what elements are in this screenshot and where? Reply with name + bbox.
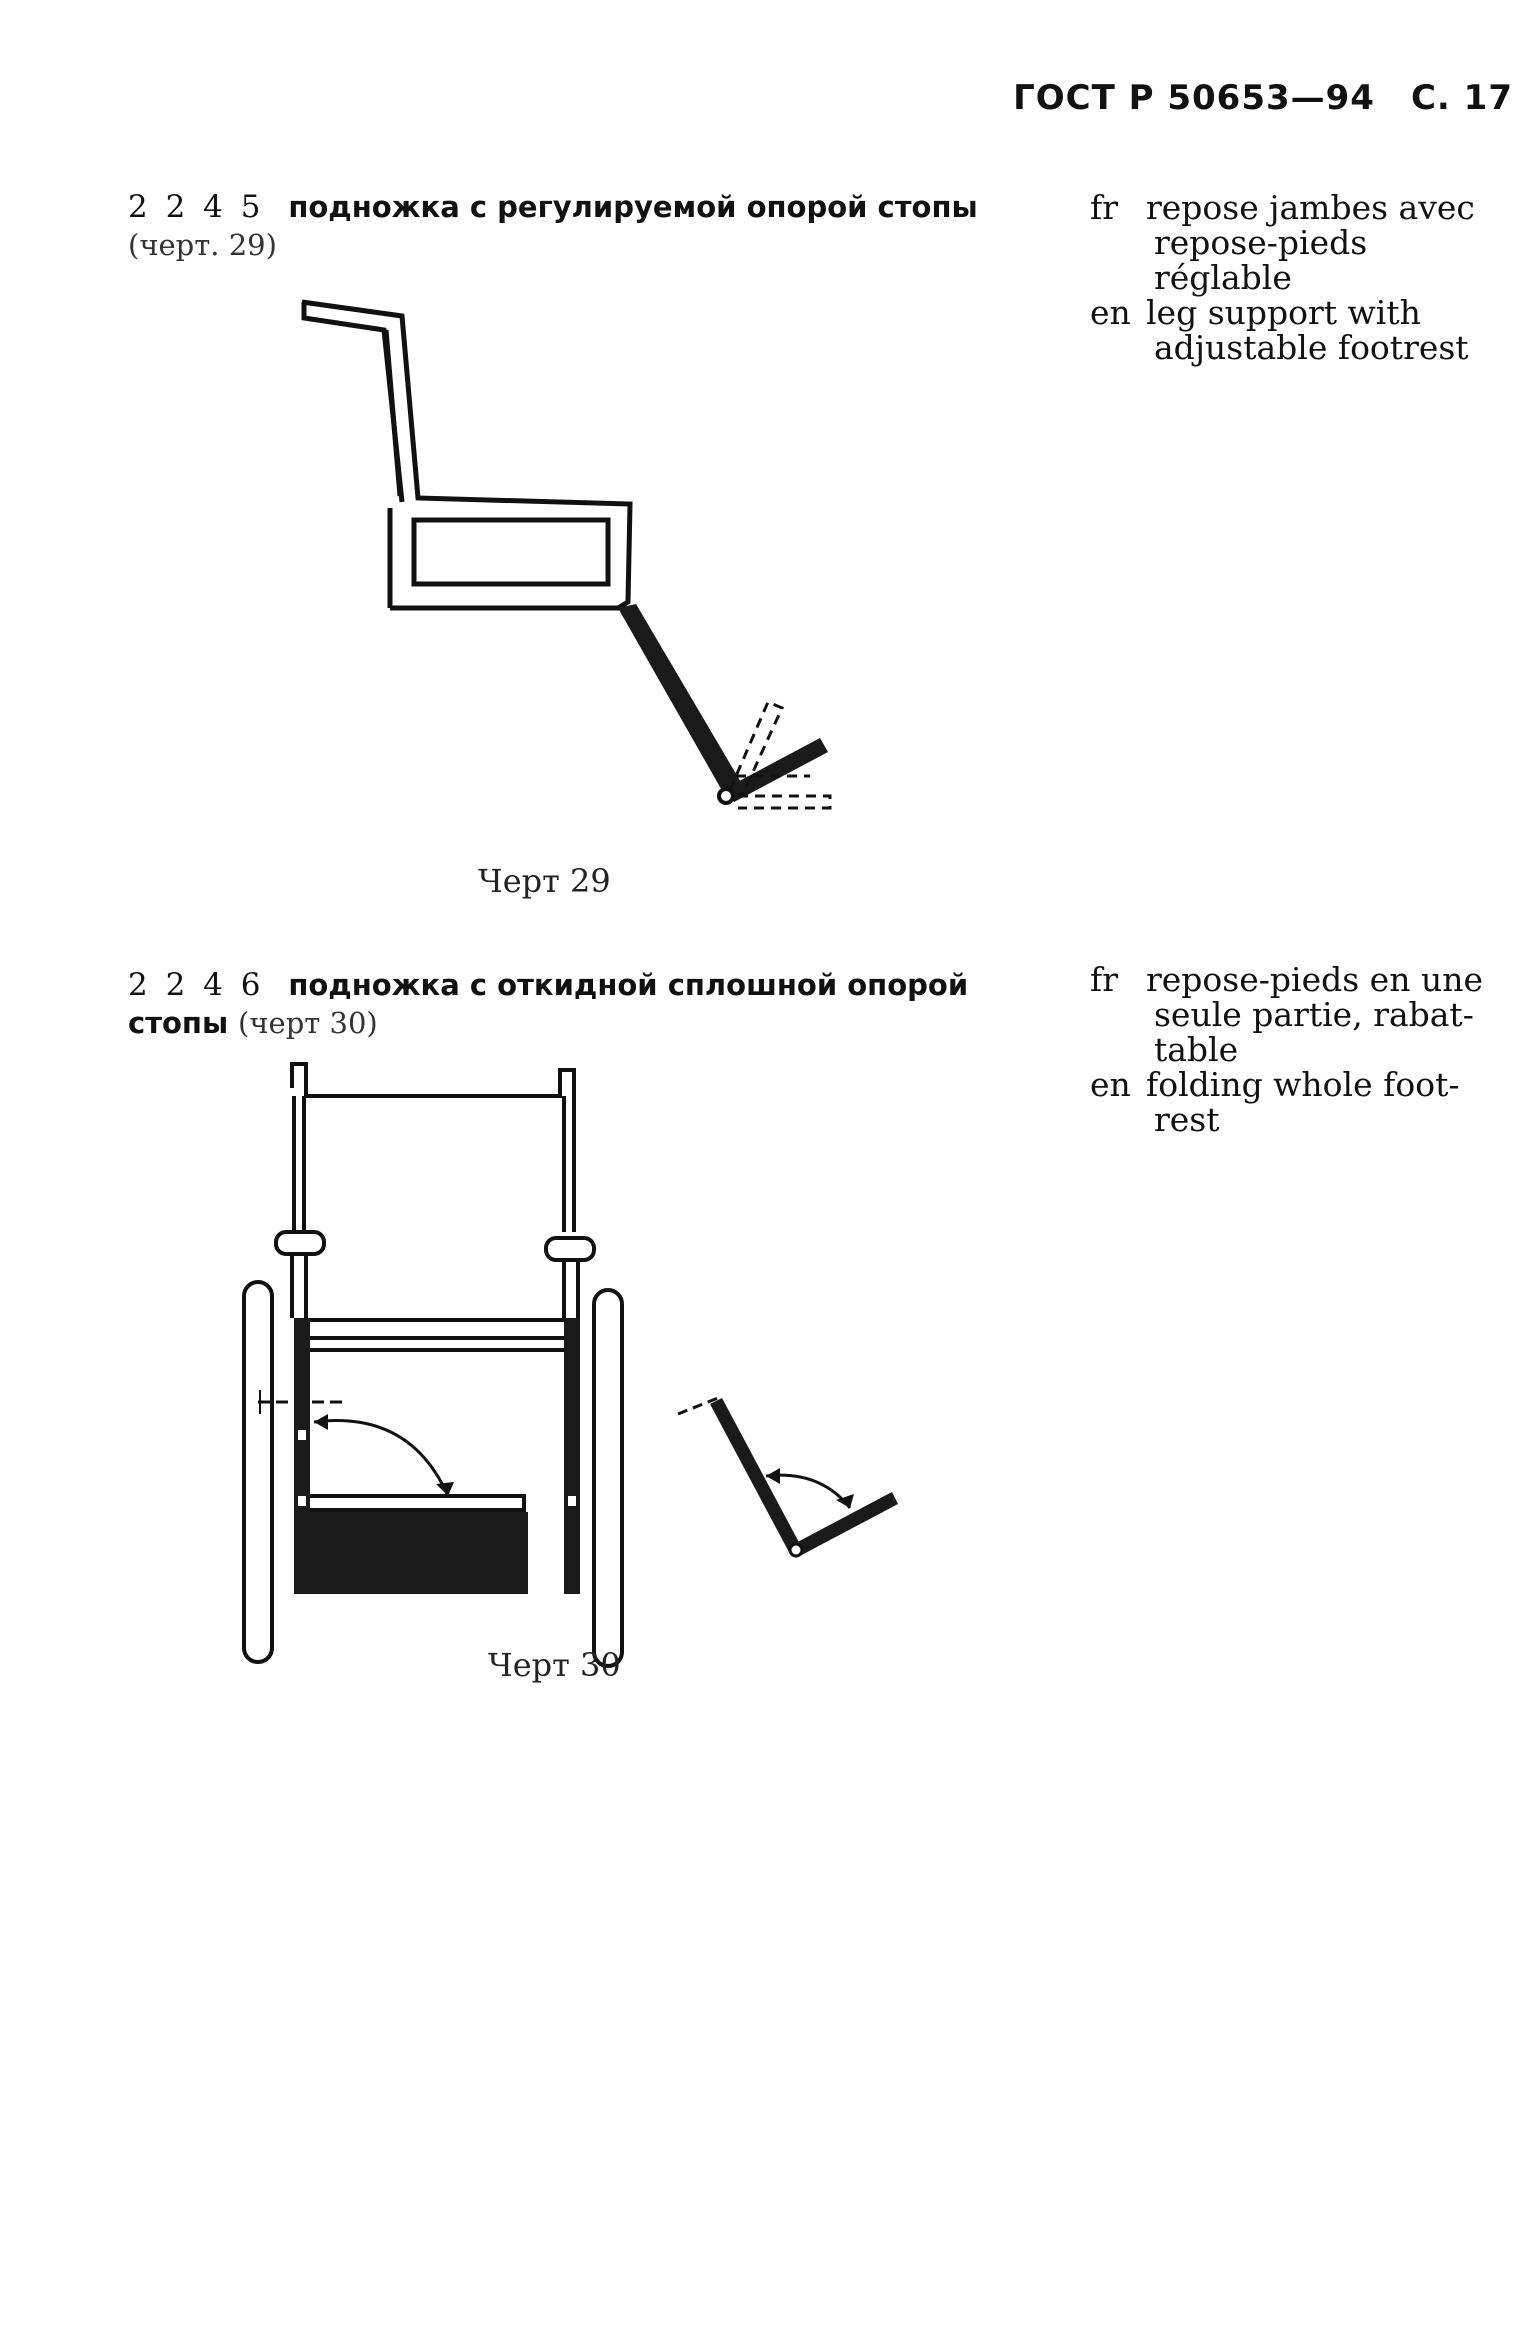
term-2245-equivalents: fr repose jambes avec repose-pieds régla… bbox=[1090, 190, 1510, 365]
page-header: ГОСТ Р 50653—94 С. 17 bbox=[1013, 78, 1513, 118]
en-equivalent: en folding whole foot- bbox=[1090, 1067, 1510, 1102]
standard-number: ГОСТ Р 50653—94 bbox=[1013, 78, 1375, 118]
term-text: подножка с регулируемой опорой стопы bbox=[288, 190, 978, 224]
figure-reference: (черт 30) bbox=[238, 1006, 378, 1040]
term-2246-equivalents: fr repose-pieds en une seule partie, rab… bbox=[1090, 962, 1510, 1137]
fr-text-cont: table bbox=[1154, 1030, 1239, 1069]
lang-code: fr bbox=[1090, 960, 1118, 999]
lang-code: en bbox=[1090, 1065, 1131, 1104]
fr-text: repose jambes avec bbox=[1146, 188, 1475, 227]
en-text-cont: rest bbox=[1154, 1100, 1220, 1139]
fr-equivalent: fr repose jambes avec bbox=[1090, 190, 1510, 225]
term-text: подножка с откидной сплошной опорой bbox=[288, 968, 969, 1002]
term-2245-ru: 2 2 4 5 подножка с регулируемой опорой с… bbox=[128, 188, 988, 264]
figure-30-caption: Черт 30 bbox=[488, 1646, 621, 1684]
figure-29-drawing bbox=[301, 299, 832, 810]
fr-text-cont: seule partie, rabat- bbox=[1154, 995, 1474, 1034]
fr-equivalent: fr repose-pieds en une bbox=[1090, 962, 1510, 997]
figure-30-side-view bbox=[677, 1396, 898, 1558]
page-number: С. 17 bbox=[1410, 78, 1513, 118]
lang-code: fr bbox=[1090, 188, 1118, 227]
lang-code: en bbox=[1090, 293, 1131, 332]
figure-29-caption: Черт 29 bbox=[478, 862, 611, 900]
term-text-cont: стопы bbox=[128, 1006, 229, 1040]
en-text: folding whole foot- bbox=[1146, 1065, 1460, 1104]
en-text-cont: adjustable footrest bbox=[1154, 328, 1469, 367]
en-equivalent: en leg support with bbox=[1090, 295, 1510, 330]
figure-30-front-view bbox=[242, 1062, 624, 1668]
en-text: leg support with bbox=[1146, 293, 1421, 332]
fr-text: repose-pieds en une bbox=[1146, 960, 1483, 999]
term-2246-ru: 2 2 4 6 подножка с откидной сплошной опо… bbox=[128, 966, 988, 1042]
fr-text-cont: repose-pieds réglable bbox=[1154, 223, 1368, 297]
term-number: 2 2 4 5 bbox=[128, 189, 265, 225]
term-number: 2 2 4 6 bbox=[128, 967, 265, 1003]
figure-reference: (черт. 29) bbox=[128, 228, 277, 262]
